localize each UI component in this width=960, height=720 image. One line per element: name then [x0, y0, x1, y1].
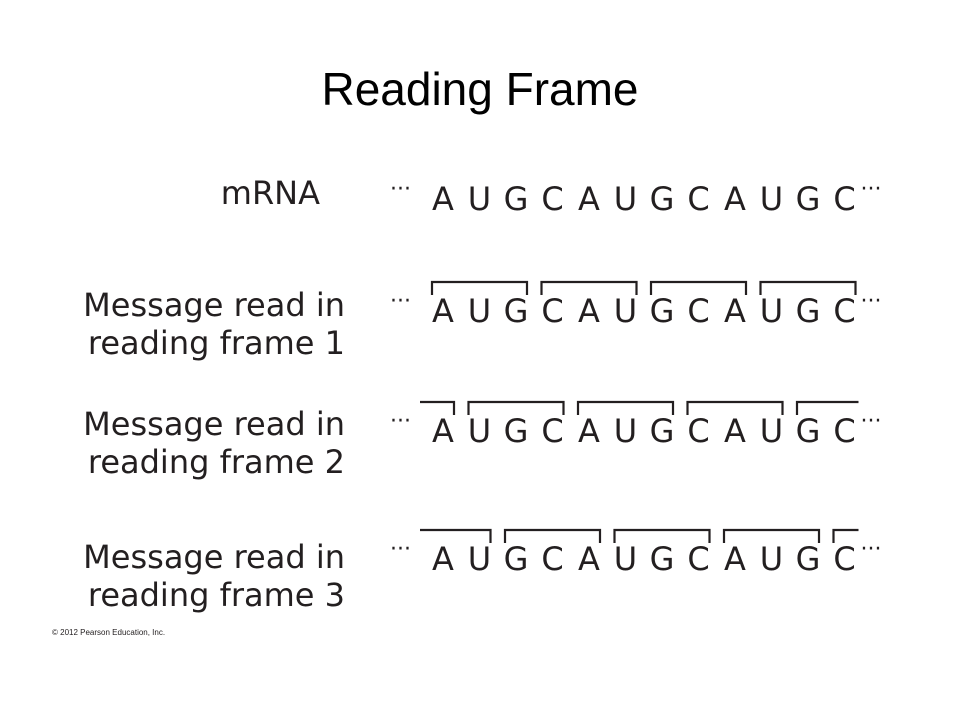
nucleotide-G: G [796, 412, 821, 450]
nucleotide-C: C [833, 412, 855, 450]
slide-title: Reading Frame [321, 63, 639, 115]
nucleotide-G: G [796, 540, 821, 578]
nucleotide-U: U [760, 292, 783, 330]
nucleotide-U: U [614, 180, 637, 218]
nucleotide-C: C [833, 292, 855, 330]
nucleotide-U: U [760, 180, 783, 218]
row-label-line: Message read in [83, 538, 345, 576]
nucleotide-G: G [504, 180, 529, 218]
nucleotide-U: U [468, 540, 491, 578]
codon-bracket [576, 400, 675, 415]
row-label-line: mRNA [220, 174, 320, 212]
row-label-frame-1: Message read in reading frame 1 [45, 286, 345, 362]
codon-bracket [430, 280, 529, 295]
nucleotide-C: C [541, 292, 563, 330]
nucleotide-A: A [432, 540, 454, 578]
codon-bracket [540, 280, 638, 295]
nucleotide-C: C [833, 540, 855, 578]
nucleotide-A: A [432, 292, 454, 330]
nucleotide-A: A [432, 412, 454, 450]
nucleotide-G: G [650, 292, 675, 330]
nucleotide-U: U [468, 412, 491, 450]
ellipsis-left: ··· [390, 409, 411, 434]
nucleotide-U: U [614, 540, 637, 578]
ellipsis-right: ··· [861, 537, 882, 562]
codon-bracket [613, 528, 711, 543]
nucleotide-U: U [614, 412, 637, 450]
nucleotide-A: A [578, 540, 600, 578]
nucleotide-U: U [614, 292, 637, 330]
ellipsis-right: ··· [861, 177, 882, 202]
codon-bracket [649, 280, 748, 295]
nucleotide-C: C [687, 412, 709, 450]
row-label-mrna: mRNA [20, 174, 320, 212]
nucleotide-G: G [650, 180, 675, 218]
row-label-line: reading frame 2 [87, 443, 345, 481]
ellipsis-right: ··· [861, 289, 882, 314]
ellipsis-left: ··· [390, 177, 411, 202]
codon-bracket [420, 400, 456, 415]
nucleotide-G: G [650, 540, 675, 578]
nucleotide-A: A [724, 180, 746, 218]
nucleotide-C: C [833, 180, 855, 218]
codon-bracket [467, 400, 565, 415]
nucleotide-U: U [760, 540, 783, 578]
nucleotide-C: C [541, 540, 563, 578]
nucleotide-G: G [796, 292, 821, 330]
row-label-line: Message read in [83, 286, 345, 324]
nucleotide-G: G [504, 292, 529, 330]
codon-bracket [420, 528, 492, 543]
row-label-line: Message read in [83, 405, 345, 443]
row-label-frame-3: Message read in reading frame 3 [45, 538, 345, 614]
nucleotide-A: A [578, 412, 600, 450]
nucleotide-C: C [687, 540, 709, 578]
ellipsis-right: ··· [861, 409, 882, 434]
nucleotide-G: G [504, 540, 529, 578]
codon-bracket [686, 400, 784, 415]
nucleotide-C: C [687, 180, 709, 218]
row-label-line: reading frame 3 [87, 576, 345, 614]
codon-bracket [503, 528, 602, 543]
row-label-line: reading frame 1 [87, 324, 345, 362]
nucleotide-U: U [468, 292, 491, 330]
nucleotide-G: G [650, 412, 675, 450]
codon-bracket [795, 400, 859, 415]
nucleotide-A: A [432, 180, 454, 218]
nucleotide-A: A [724, 412, 746, 450]
nucleotide-C: C [541, 180, 563, 218]
codon-bracket [832, 528, 859, 543]
ellipsis-left: ··· [390, 289, 411, 314]
nucleotide-U: U [468, 180, 491, 218]
nucleotide-G: G [796, 180, 821, 218]
codon-bracket [759, 280, 857, 295]
nucleotide-C: C [541, 412, 563, 450]
nucleotide-C: C [687, 292, 709, 330]
nucleotide-A: A [724, 292, 746, 330]
ellipsis-left: ··· [390, 537, 411, 562]
codon-bracket [722, 528, 821, 543]
nucleotide-U: U [760, 412, 783, 450]
nucleotide-A: A [578, 292, 600, 330]
copyright-notice: © 2012 Pearson Education, Inc. [52, 628, 166, 637]
nucleotide-A: A [578, 180, 600, 218]
nucleotide-G: G [504, 412, 529, 450]
row-label-frame-2: Message read in reading frame 2 [45, 405, 345, 481]
nucleotide-A: A [724, 540, 746, 578]
